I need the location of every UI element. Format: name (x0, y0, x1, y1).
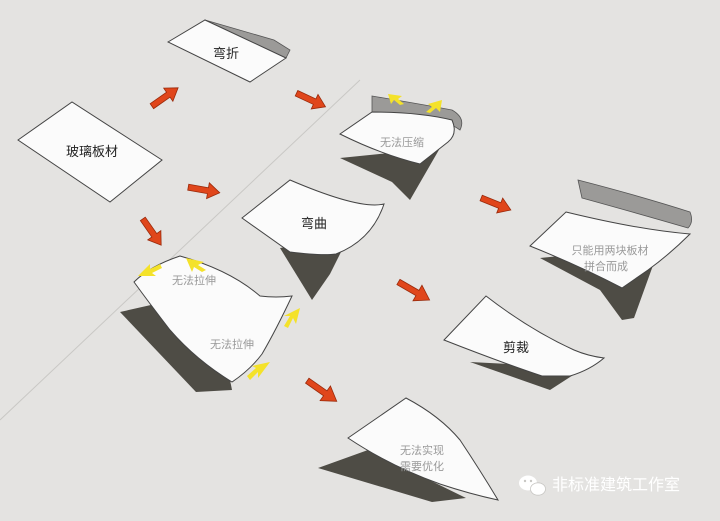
optimize-sheet: 无法实现 需要优化 (347, 397, 500, 501)
arrow-to-compress (294, 89, 327, 110)
cut-sheet: 剪裁 (443, 295, 606, 377)
curve-sheet: 弯曲 (241, 179, 385, 256)
cut-label: 剪裁 (503, 340, 529, 356)
compress-fail-label: 无法压缩 (380, 135, 424, 149)
yellow-marker-4 (186, 258, 206, 272)
arrows (139, 87, 512, 402)
optimize-label-line2: 需要优化 (400, 459, 444, 473)
glass-sheet-label: 玻璃板材 (66, 145, 118, 160)
two-pieces-strip (577, 179, 692, 229)
two-pieces-sheet-surface (529, 211, 692, 289)
compress-sheet: 无法压缩 (339, 94, 463, 165)
curve-sheet-surface (241, 179, 385, 256)
fold-sheet: 弯折 (166, 19, 291, 83)
arrow-to-cut (396, 278, 431, 302)
optimize-sheet-surface (347, 397, 500, 501)
stretch-fail-label-1: 无法拉伸 (172, 273, 216, 287)
stretch-fail-label-2: 无法拉伸 (210, 337, 254, 351)
curve-label: 弯曲 (301, 216, 327, 232)
watermark: 非标准建筑工作室 (519, 475, 680, 496)
yellow-marker-1 (388, 94, 404, 105)
wechat-icon (519, 475, 546, 496)
yellow-marker-2 (426, 100, 442, 113)
glass-sheet-surface (17, 101, 163, 203)
two-pieces-label-line1: 只能用两块板材 (572, 243, 649, 257)
arrow-to-curve (187, 182, 221, 200)
shadow-stretch (120, 298, 232, 392)
cut-sheet-surface (443, 295, 606, 377)
fold-sheet-surface (166, 19, 288, 83)
arrow-to-stretch (139, 216, 162, 246)
fold-label: 弯折 (213, 46, 239, 62)
yellow-marker-3 (138, 264, 162, 276)
compress-sheet-surface (339, 111, 455, 165)
optimize-label-line1: 无法实现 (400, 443, 444, 457)
shadow-optimize (318, 450, 466, 502)
two-pieces-label-line2: 拼合而成 (584, 259, 628, 273)
arrow-to-fold (149, 87, 179, 110)
two-pieces-sheet: 只能用两块板材 拼合而成 (529, 179, 692, 289)
arrow-to-two-pieces (479, 194, 512, 214)
glass-sheet: 玻璃板材 (17, 101, 163, 203)
background-diagonal-line (0, 79, 361, 421)
stretch-sheet: 无法拉伸 无法拉伸 (133, 255, 300, 383)
watermark-text: 非标准建筑工作室 (552, 475, 680, 494)
yellow-marker-6 (247, 362, 270, 380)
yellow-marker-5 (284, 308, 300, 328)
arrow-to-optimize (304, 377, 338, 402)
